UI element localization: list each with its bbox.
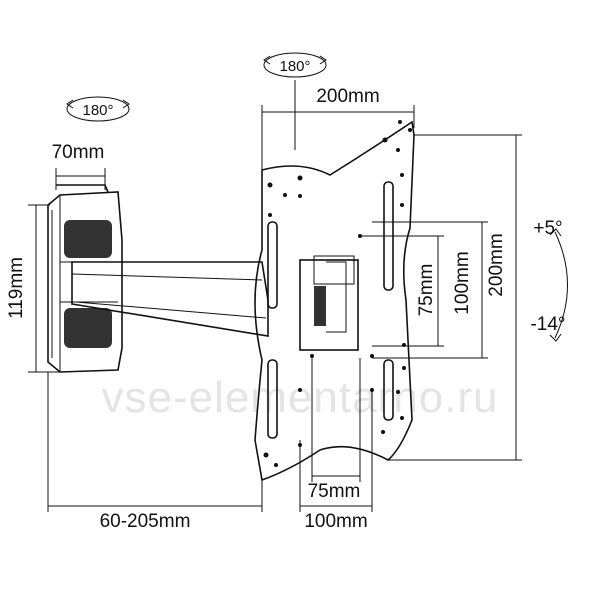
wall-plate-grille-top (64, 220, 112, 258)
tilt-indicator: +5° -14° (530, 218, 568, 342)
side-rotation-indicator: 180° (66, 96, 130, 122)
dim-vesa-v-small: 75mm (360, 235, 444, 347)
svg-text:200mm: 200mm (486, 233, 507, 296)
wall-plate (47, 184, 123, 373)
top-rotation-label: 180° (279, 58, 310, 75)
svg-text:75mm: 75mm (416, 264, 437, 317)
tilt-bracket (299, 259, 359, 351)
svg-text:70mm: 70mm (52, 142, 105, 163)
top-rotation-indicator: 180° (263, 52, 327, 78)
svg-text:60-205mm: 60-205mm (100, 511, 191, 532)
plate-slot-left-upper (267, 221, 278, 309)
side-rotation-label: 180° (82, 102, 113, 119)
dim-arm-joint-width: 70mm (52, 142, 106, 190)
extension-arm (71, 255, 359, 351)
dim-wall-plate-height: 119mm (6, 204, 60, 373)
dim-vesa-v-large: 100mm (372, 221, 488, 359)
plate-slot-right-lower (383, 359, 394, 421)
vesa-plate (254, 120, 415, 482)
svg-text:119mm: 119mm (6, 257, 27, 319)
dim-plate-height: 200mm (388, 134, 522, 461)
tilt-bracket-slot (314, 286, 326, 326)
svg-text:100mm: 100mm (304, 511, 367, 532)
svg-text:200mm: 200mm (316, 86, 379, 107)
svg-text:100mm: 100mm (452, 251, 473, 314)
dim-arm-extension: 60-205mm (47, 372, 263, 532)
svg-text:75mm: 75mm (308, 481, 361, 502)
watermark-text: vse-elementarno.ru (101, 373, 498, 422)
dim-plate-width: 200mm (261, 80, 415, 170)
tilt-down-label: -14° (530, 314, 565, 335)
dim-vesa-h-small: 75mm (308, 358, 361, 502)
wall-plate-grille-bottom (64, 308, 112, 348)
dim-vesa-h-large: 100mm (299, 390, 373, 532)
plate-slot-left-lower (267, 359, 278, 439)
tilt-up-label: +5° (533, 218, 562, 239)
